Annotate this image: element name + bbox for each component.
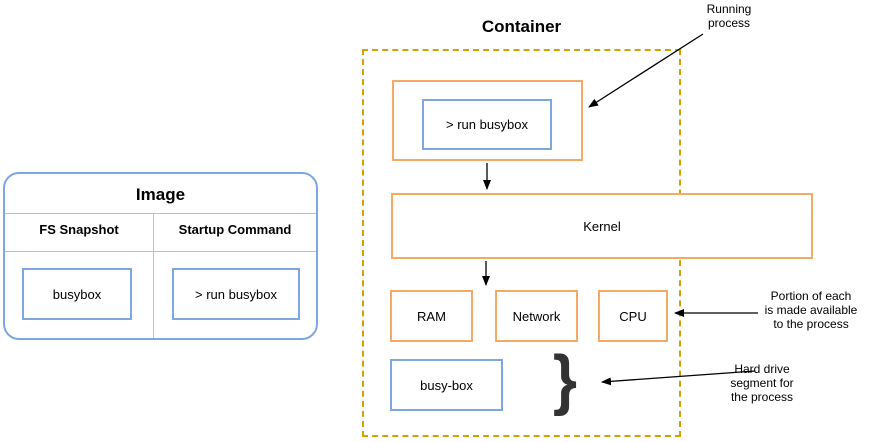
run-busybox-cell-box: > run busybox bbox=[172, 268, 300, 320]
annotation-running-process: Running process bbox=[706, 2, 752, 31]
container-title: Container bbox=[481, 17, 562, 36]
busybox-cell-box: busybox bbox=[22, 268, 132, 320]
ram-box: RAM bbox=[390, 290, 473, 342]
image-table-divider-top bbox=[5, 213, 316, 214]
run-busybox-inner-box: > run busybox bbox=[422, 99, 552, 150]
annotation-portion: Portion of each is made available to the… bbox=[764, 289, 858, 332]
image-table-column-divider bbox=[153, 213, 154, 338]
curly-brace: } bbox=[552, 342, 578, 418]
cpu-box: CPU bbox=[598, 290, 668, 342]
image-title: Image bbox=[135, 185, 186, 204]
startup-command-header: Startup Command bbox=[178, 222, 292, 237]
fs-snapshot-header: FS Snapshot bbox=[39, 222, 119, 237]
network-box: Network bbox=[495, 290, 578, 342]
image-table: Image FS Snapshot Startup Command busybo… bbox=[3, 172, 318, 340]
kernel-box: Kernel bbox=[391, 193, 813, 259]
busybox-storage-box: busy-box bbox=[390, 359, 503, 411]
annotation-hard-drive: Hard drive segment for the process bbox=[730, 362, 794, 405]
image-table-divider-bottom bbox=[5, 251, 316, 252]
